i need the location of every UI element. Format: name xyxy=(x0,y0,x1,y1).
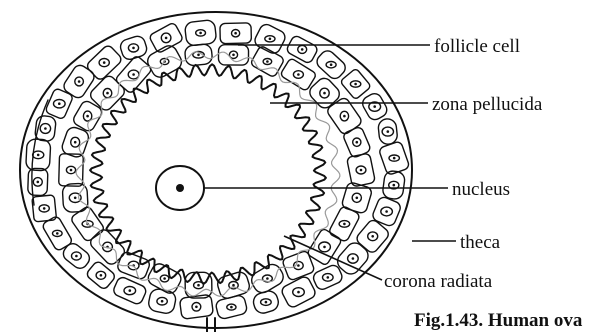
follicle-cell-dot xyxy=(129,289,132,292)
follicle-cell-dot xyxy=(387,130,390,133)
theca-outline xyxy=(20,12,412,328)
follicle-cell-dot xyxy=(266,277,269,280)
figure-caption: Fig.1.43. Human ova xyxy=(414,310,583,331)
follicle-cell-dot xyxy=(44,127,47,130)
follicle-cell-dot xyxy=(354,83,357,86)
follicle-cell-dot xyxy=(43,207,46,210)
follicle-cell-dot xyxy=(393,184,396,187)
follicle-cell-dot xyxy=(343,223,346,226)
follicle-cell-dot xyxy=(371,235,374,238)
follicle-cell-dot xyxy=(70,169,73,172)
follicle-cell-dot xyxy=(230,306,233,309)
follicle-cell-dot xyxy=(393,157,396,160)
follicle-cell-dot xyxy=(197,284,200,287)
follicle-cell-dot xyxy=(75,255,78,258)
follicle-cell-dot xyxy=(100,274,103,277)
follicle-cell-dot xyxy=(74,141,77,144)
follicle-cell-dot xyxy=(195,306,198,309)
stalk xyxy=(207,318,215,332)
follicle-cell-dot xyxy=(266,60,269,63)
follicle-cell-layer xyxy=(26,19,410,319)
follicle-cell-dot xyxy=(161,300,164,303)
follicle-cell-dot xyxy=(37,181,40,184)
follicle-cell-dot xyxy=(323,246,326,249)
nucleolus xyxy=(176,184,184,192)
follicle-cell-dot xyxy=(86,115,89,118)
zona-pellucida-border xyxy=(90,64,326,283)
follicle-cell-dot xyxy=(297,264,300,267)
follicle-cell-dot xyxy=(58,102,61,105)
follicle-cell-dot xyxy=(74,197,77,200)
follicle-cell-dot xyxy=(163,277,166,280)
follicle-cell-dot xyxy=(269,38,272,41)
follicle-cell-dot xyxy=(56,232,59,235)
follicle-cell-dot xyxy=(301,48,304,51)
label-theca: theca xyxy=(460,232,501,253)
label-nucleus: nucleus xyxy=(452,179,510,200)
follicle-cell-dot xyxy=(232,284,235,287)
follicle-cell-dot xyxy=(356,141,359,144)
follicle-cell-dot xyxy=(199,32,202,35)
follicle-cell-dot xyxy=(197,54,200,57)
follicle-cell-dot xyxy=(106,92,109,95)
follicle-cell-dot xyxy=(360,169,363,172)
follicle-cell-dot xyxy=(265,301,268,304)
follicle-cell-dot xyxy=(323,92,326,95)
follicle-cell-dot xyxy=(343,115,346,118)
follicle-cell-dot xyxy=(330,63,333,66)
label-follicle-cell: follicle cell xyxy=(434,36,520,57)
follicle-cell-dot xyxy=(132,47,135,50)
follicle-cell-dot xyxy=(232,54,235,57)
follicle-cell-dot xyxy=(373,105,376,108)
follicle-cell-dot xyxy=(352,257,355,260)
label-zona-pellucida: zona pellucida xyxy=(432,94,543,115)
follicle-cell-dot xyxy=(132,73,135,76)
follicle-cell-dot xyxy=(37,154,40,157)
follicle-cell-dot xyxy=(356,197,359,200)
follicle-cell-dot xyxy=(165,37,168,40)
follicle-cell-dot xyxy=(385,210,388,213)
follicle-cell-dot xyxy=(327,276,330,279)
follicle-cell-dot xyxy=(297,73,300,76)
follicle-cell-dot xyxy=(78,80,81,83)
follicle-cell-dot xyxy=(103,61,106,64)
label-corona-radiata: corona radiata xyxy=(384,271,493,292)
follicle-cell-dot xyxy=(234,32,237,35)
follicle-cell-dot xyxy=(297,291,300,294)
